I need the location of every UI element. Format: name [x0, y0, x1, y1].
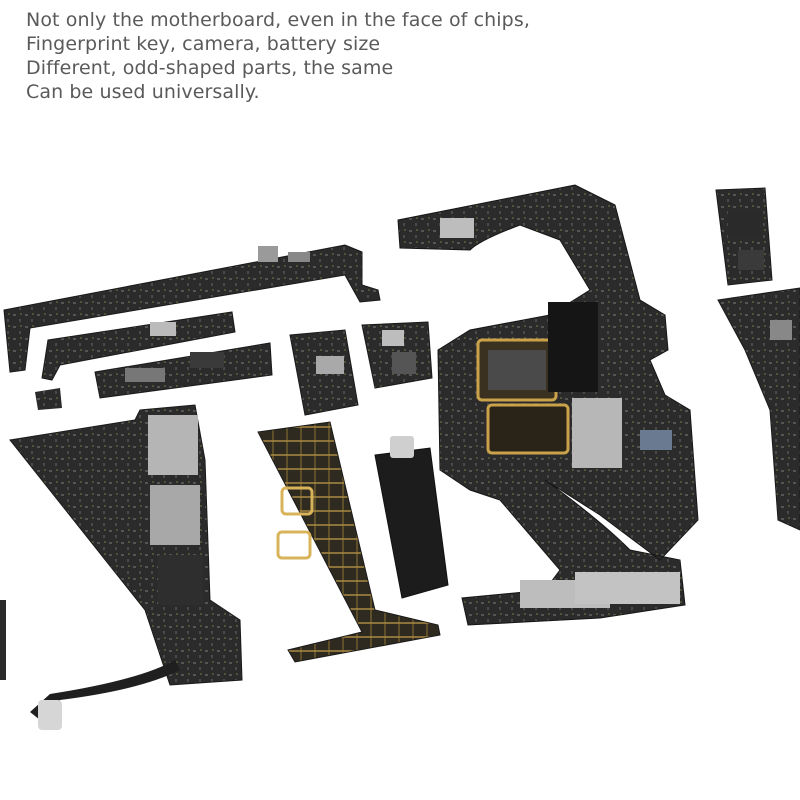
caption-line-1: Not only the motherboard, even in the fa…	[26, 9, 530, 31]
board-large-laptop	[397, 184, 699, 626]
board-dark-connector	[374, 436, 449, 599]
board-gold-center	[257, 421, 441, 663]
caption-line-2: Fingerprint key, camera, battery size	[26, 33, 381, 55]
board-small-left-2	[35, 342, 273, 410]
board-small-center-2	[361, 321, 433, 389]
board-right-large	[717, 287, 800, 531]
board-tall-left	[9, 404, 243, 730]
caption-line-4: Can be used universally.	[26, 81, 260, 103]
caption-text: Not only the motherboard, even in the fa…	[26, 8, 530, 104]
board-small-center-1	[289, 329, 359, 416]
caption-line-3: Different, odd-shaped parts, the same	[26, 57, 394, 79]
board-right-small	[715, 187, 773, 286]
board-long-top-left	[3, 244, 381, 373]
board-left-edge	[0, 600, 6, 680]
board-small-left-1	[41, 311, 236, 381]
